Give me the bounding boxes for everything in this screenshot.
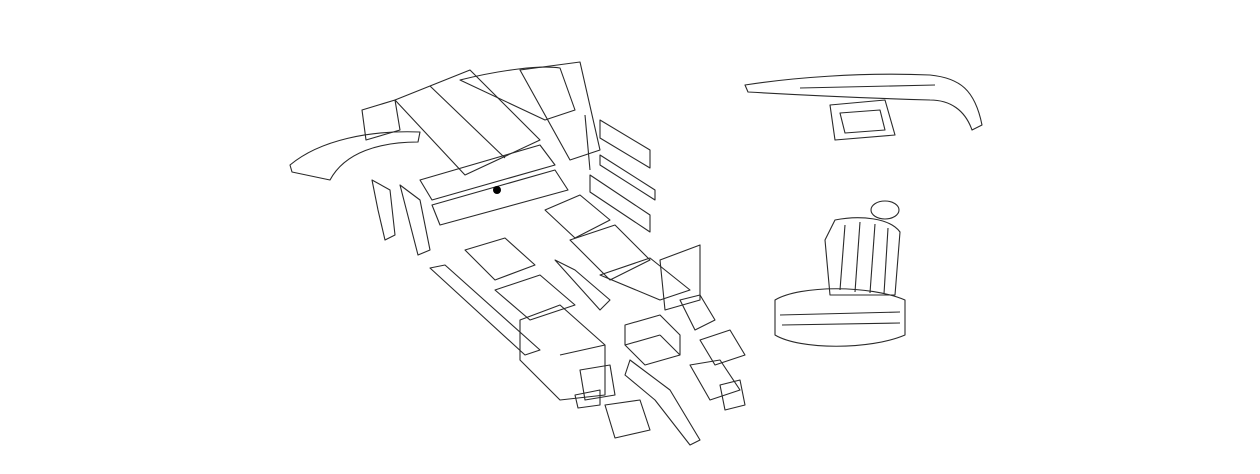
side-trim-panels — [371, 114, 656, 256]
rear-floor-panels — [544, 194, 701, 311]
rear-parcel-panel — [289, 131, 421, 181]
roof-headliner-panels — [361, 61, 601, 226]
dashboard-top — [744, 73, 983, 131]
front-floor-panels — [429, 237, 611, 401]
small-trim-pieces — [574, 294, 746, 439]
seat — [774, 200, 906, 347]
dashboard-center-vent — [829, 99, 896, 141]
center-console — [624, 314, 701, 446]
